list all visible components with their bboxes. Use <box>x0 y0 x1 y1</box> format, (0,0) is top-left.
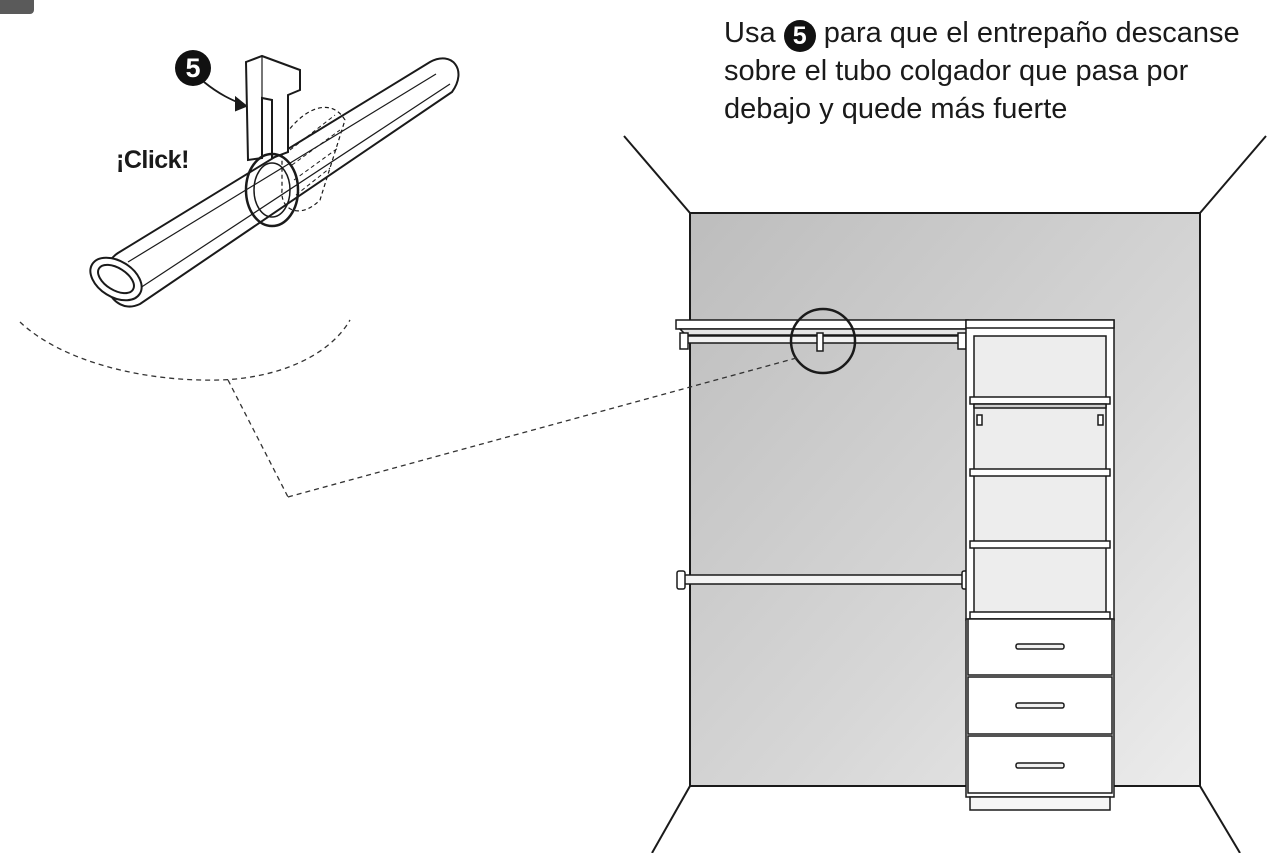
drawer-unit <box>965 618 1115 811</box>
instruction-before: Usa <box>724 17 776 49</box>
instruction-text: Usa 5 para que el entrepaño descanse sob… <box>724 14 1244 128</box>
callout-dashes <box>19 319 801 498</box>
detail-circle <box>789 307 857 375</box>
room-lines <box>623 135 1267 853</box>
shelf-tower <box>965 319 1115 621</box>
back-wall <box>689 212 1201 787</box>
tube-detail <box>89 54 460 308</box>
part-5-badge: 5 <box>175 50 211 86</box>
part-5-inline-badge: 5 <box>783 20 816 52</box>
click-label: ¡Click! <box>116 146 189 174</box>
instruction-after: para que el entrepaño descanse sobre el … <box>724 17 1240 125</box>
corner-tab <box>0 0 34 14</box>
